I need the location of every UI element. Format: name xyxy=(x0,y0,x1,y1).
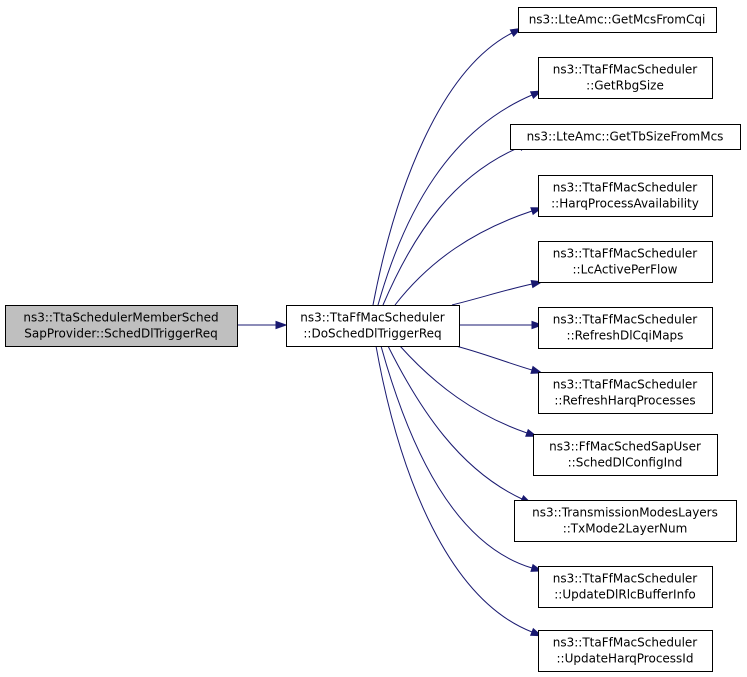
node-label-line: ::DoSchedDlTriggerReq xyxy=(303,327,441,341)
node-root[interactable]: ns3::TtaSchedulerMemberSchedSapProvider:… xyxy=(5,305,238,347)
node-get-tb-size-from-mcs[interactable]: ns3::LteAmc::GetTbSizeFromMcs xyxy=(510,124,741,150)
edge-center-to-tx-mode-2-layer-num xyxy=(387,345,533,504)
node-get-rbg-size[interactable]: ns3::TtaFfMacScheduler::GetRbgSize xyxy=(538,57,713,99)
node-label-line: ns3::FfMacSchedSapUser xyxy=(549,440,701,454)
edge-center-to-lc-active-per-flow xyxy=(451,280,544,306)
node-label-line: ns3::LteAmc::GetTbSizeFromMcs xyxy=(527,130,724,144)
node-label-line: ::RefreshDlCqiMaps xyxy=(567,329,684,343)
node-refresh-dl-cqi-maps[interactable]: ns3::TtaFfMacScheduler::RefreshDlCqiMaps xyxy=(538,307,713,349)
edge-line xyxy=(399,345,528,434)
node-label-line: ns3::TtaFfMacScheduler xyxy=(553,636,698,650)
node-box xyxy=(518,7,717,33)
node-tx-mode-2-layer-num[interactable]: ns3::TransmissionModesLayers::TxMode2Lay… xyxy=(514,500,737,542)
edge-line xyxy=(377,94,533,306)
node-update-harq-process-id[interactable]: ns3::TtaFfMacScheduler::UpdateHarqProces… xyxy=(538,630,713,672)
arrowhead xyxy=(275,320,288,330)
arrowhead xyxy=(531,320,544,330)
node-label-line: ::TxMode2LayerNum xyxy=(563,522,688,536)
node-box xyxy=(514,500,737,542)
arrowhead xyxy=(530,365,544,374)
edge-center-to-harq-process-availability xyxy=(394,207,543,306)
node-box xyxy=(538,307,713,349)
node-label-line: ns3::TransmissionModesLayers xyxy=(532,506,718,520)
edge-line xyxy=(387,345,523,500)
node-box xyxy=(510,124,741,150)
node-label-line: ns3::TtaFfMacScheduler xyxy=(553,572,698,586)
node-update-dl-rlc-buffer-info[interactable]: ns3::TtaFfMacScheduler::UpdateDlRlcBuffe… xyxy=(538,566,713,608)
edge-center-to-get-tb-size-from-mcs xyxy=(382,142,531,306)
node-box xyxy=(538,630,713,672)
edge-center-to-refresh-harq-processes xyxy=(451,344,544,374)
edge-center-to-refresh-dl-cqi-maps xyxy=(458,320,544,330)
node-label-line: ::UpdateDlRlcBufferInfo xyxy=(554,588,696,602)
edge-root-to-center xyxy=(236,320,288,330)
node-label-line: ::UpdateHarqProcessId xyxy=(557,652,694,666)
node-label-line: ns3::TtaFfMacScheduler xyxy=(553,63,698,77)
node-label-line: ns3::TtaSchedulerMemberSched xyxy=(23,311,218,325)
nodes-layer: ns3::TtaSchedulerMemberSchedSapProvider:… xyxy=(5,7,741,672)
edge-line xyxy=(451,283,533,306)
edge-line xyxy=(451,344,533,371)
node-label-line: ::LcActivePerFlow xyxy=(572,263,677,277)
node-label-line: ns3::TtaFfMacScheduler xyxy=(553,313,698,327)
node-box xyxy=(286,305,460,347)
edge-center-to-sched-dl-config-ind xyxy=(399,345,538,437)
node-lc-active-per-flow[interactable]: ns3::TtaFfMacScheduler::LcActivePerFlow xyxy=(538,241,713,283)
node-label-line: ns3::TtaFfMacScheduler xyxy=(553,181,698,195)
node-box xyxy=(538,175,713,217)
node-box xyxy=(538,241,713,283)
node-center[interactable]: ns3::TtaFfMacScheduler::DoSchedDlTrigger… xyxy=(286,305,460,347)
edge-center-to-get-mcs-from-cqi xyxy=(372,27,523,306)
node-label-line: ns3::TtaFfMacScheduler xyxy=(553,247,698,261)
node-label-line: ::SchedDlConfigInd xyxy=(568,456,683,470)
edge-center-to-get-rbg-size xyxy=(377,90,543,306)
node-label-line: ns3::LteAmc::GetMcsFromCqi xyxy=(529,13,706,27)
node-box xyxy=(538,372,713,414)
edge-center-to-update-harq-process-id xyxy=(375,345,543,637)
node-box xyxy=(5,305,238,347)
edge-line xyxy=(380,345,533,569)
node-label-line: ::HarqProcessAvailability xyxy=(551,197,699,211)
edge-line xyxy=(372,32,513,306)
node-label-line: SapProvider::SchedDlTriggerReq xyxy=(24,327,217,341)
node-label-line: ::RefreshHarqProcesses xyxy=(554,394,695,408)
edge-line xyxy=(394,210,533,306)
node-box xyxy=(538,566,713,608)
node-box xyxy=(538,57,713,99)
node-harq-process-availability[interactable]: ns3::TtaFfMacScheduler::HarqProcessAvail… xyxy=(538,175,713,217)
node-get-mcs-from-cqi[interactable]: ns3::LteAmc::GetMcsFromCqi xyxy=(518,7,717,33)
node-box xyxy=(533,434,718,476)
edge-line xyxy=(382,146,521,306)
edge-line xyxy=(375,345,533,633)
node-label-line: ::GetRbgSize xyxy=(586,79,664,93)
node-refresh-harq-processes[interactable]: ns3::TtaFfMacScheduler::RefreshHarqProce… xyxy=(538,372,713,414)
node-label-line: ns3::TtaFfMacScheduler xyxy=(553,378,698,392)
node-label-line: ns3::TtaFfMacScheduler xyxy=(300,311,445,325)
node-sched-dl-config-ind[interactable]: ns3::FfMacSchedSapUser::SchedDlConfigInd xyxy=(533,434,718,476)
